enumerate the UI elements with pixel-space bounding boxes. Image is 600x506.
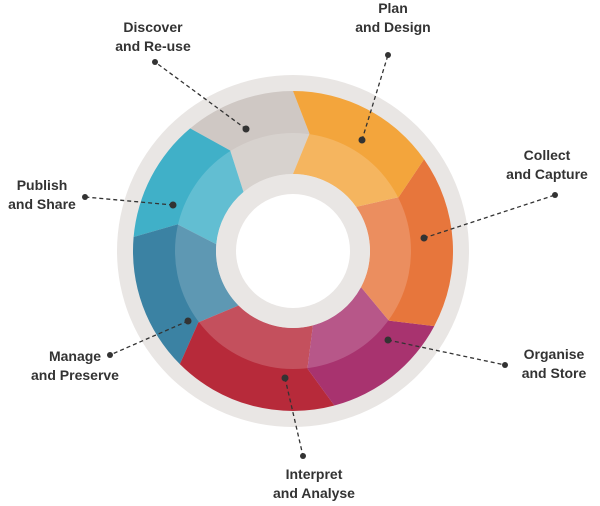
endpoint-dot-collect xyxy=(552,192,558,198)
label-organise: Organise and Store xyxy=(484,345,600,383)
label-interpret: Interpret and Analyse xyxy=(244,465,384,503)
segment-publish xyxy=(133,128,244,245)
label-line: Collect xyxy=(523,147,571,163)
leader-line-manage xyxy=(109,320,189,356)
leader-line-organise xyxy=(387,339,506,366)
dot-organise xyxy=(384,336,392,344)
label-line: and Re-use xyxy=(115,38,191,54)
label-line: Publish xyxy=(16,177,68,193)
endpoint-dot-manage xyxy=(107,352,113,358)
dot-manage xyxy=(184,317,192,325)
leader-line-discover xyxy=(154,61,247,130)
label-line: and Share xyxy=(8,196,76,212)
leader-line-publish xyxy=(84,196,174,206)
label-line: Discover xyxy=(123,19,183,35)
segment-collect xyxy=(356,159,453,327)
segment-interpret xyxy=(179,305,335,411)
segment-manage xyxy=(133,224,239,365)
label-line: Plan xyxy=(378,0,408,16)
endpoint-dot-publish xyxy=(82,194,88,200)
dot-interpret xyxy=(281,374,289,382)
label-collect: Collect and Capture xyxy=(477,146,600,184)
label-line: and Store xyxy=(521,365,587,381)
label-manage: Manage and Preserve xyxy=(5,347,145,385)
label-line: and Analyse xyxy=(273,485,355,501)
leader-line-interpret xyxy=(284,377,304,457)
label-line: and Capture xyxy=(506,166,588,182)
label-line: Manage xyxy=(48,348,102,364)
dot-publish xyxy=(169,201,177,209)
dot-collect xyxy=(420,234,428,242)
label-line: Interpret xyxy=(285,466,343,482)
endpoint-dot-discover xyxy=(152,59,158,65)
leader-line-plan xyxy=(361,54,389,141)
endpoint-dot-plan xyxy=(385,52,391,58)
segment-plan xyxy=(293,91,425,207)
segment-discover xyxy=(190,91,310,193)
dot-plan xyxy=(358,136,366,144)
label-line: and Preserve xyxy=(31,367,119,383)
dot-discover xyxy=(242,125,250,133)
leader-line-collect xyxy=(423,194,556,239)
inner-highlight-band xyxy=(175,133,411,369)
endpoint-dot-organise xyxy=(502,362,508,368)
label-line: and Design xyxy=(355,19,431,35)
label-publish: Publish and Share xyxy=(0,176,112,214)
label-discover: Discover and Re-use xyxy=(83,18,223,56)
segment-organise xyxy=(307,287,435,406)
label-plan: Plan and Design xyxy=(323,0,463,37)
label-line: Organise xyxy=(523,346,585,362)
center-hole xyxy=(236,194,350,308)
endpoint-dot-interpret xyxy=(300,453,306,459)
